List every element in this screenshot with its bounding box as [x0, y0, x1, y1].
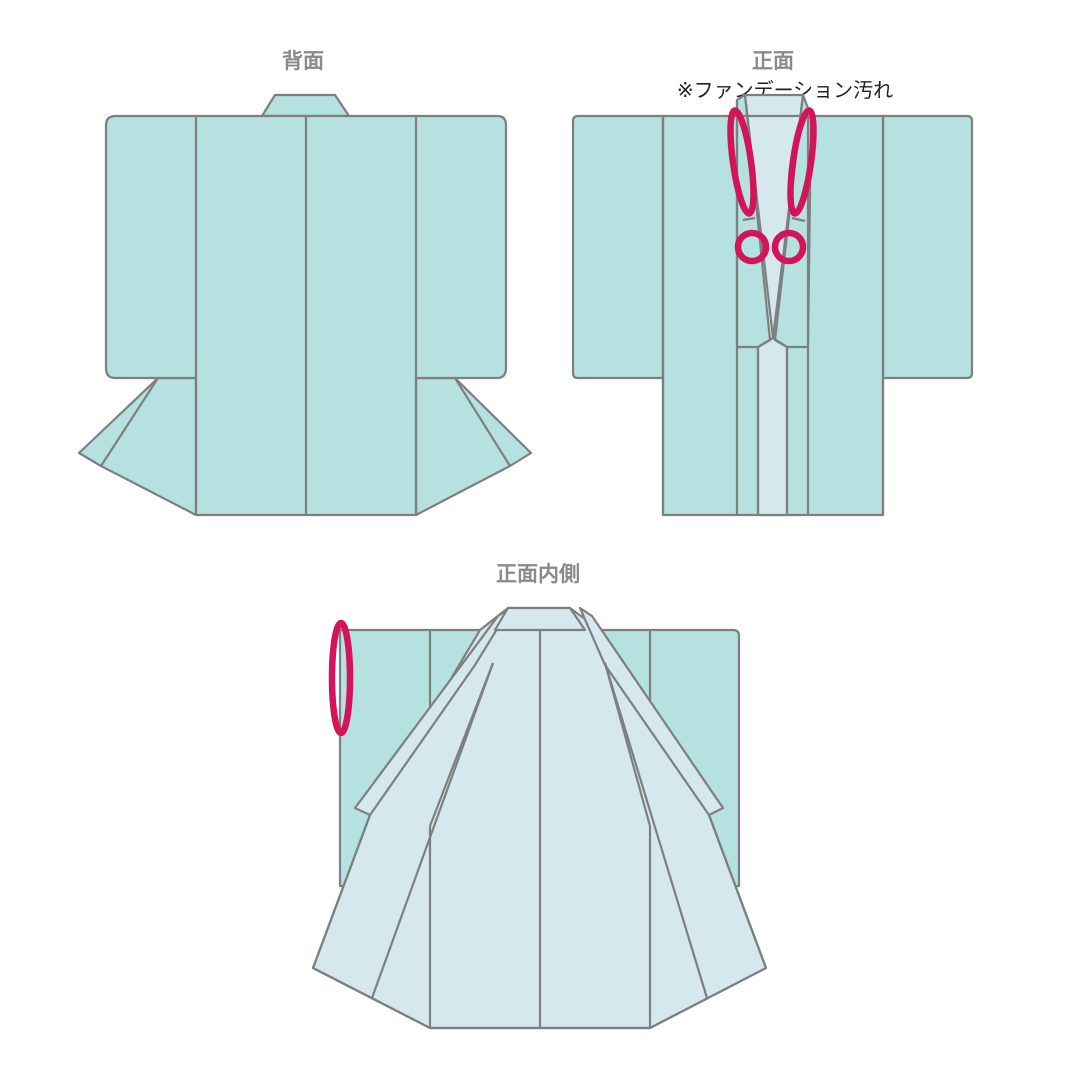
inner-collar-top [493, 606, 587, 632]
stain-marker-right-collar [787, 107, 817, 217]
front-inner-view-garment [311, 606, 768, 1030]
front-left-sleeve [571, 114, 665, 380]
back-right-gusset [414, 376, 533, 517]
back-collar [260, 93, 351, 118]
stain-marker-left-circle [734, 229, 770, 265]
front-right-sleeve [881, 114, 974, 380]
back-view-garment [77, 93, 533, 517]
front-inner-view-label: 正面内側 [496, 562, 580, 586]
stain-marker-left-collar [727, 107, 757, 217]
inner-right-collar [578, 606, 725, 817]
stain-marker-inner-sleeve [328, 619, 354, 737]
back-view-label: 背面 [282, 49, 324, 73]
stain-marker-right-circle [771, 229, 807, 265]
back-left-gusset [77, 376, 198, 517]
front-stain-markers [727, 107, 817, 265]
front-view-garment [571, 93, 974, 517]
front-view-label: 正面 [752, 49, 794, 73]
